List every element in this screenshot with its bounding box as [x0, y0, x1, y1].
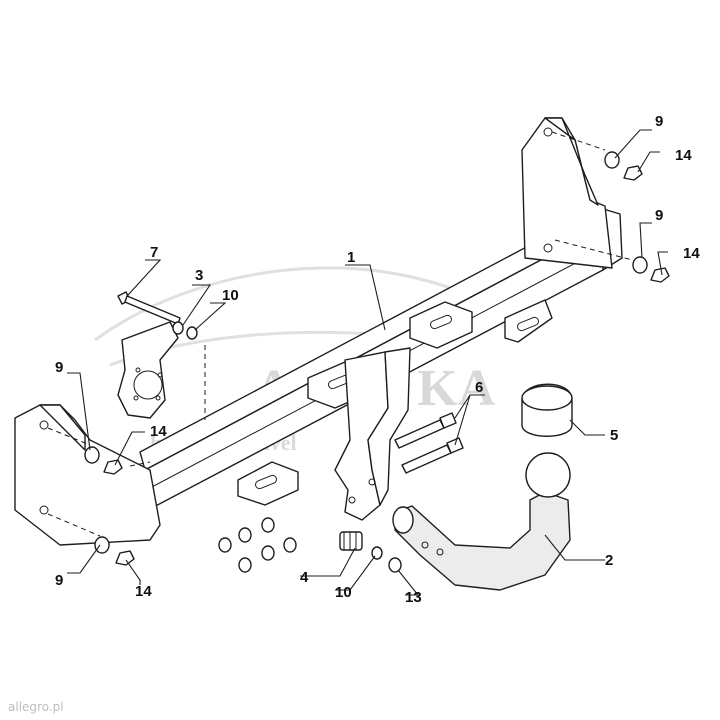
- nut-washer-set: [218, 517, 297, 573]
- callout-14-mid-left: 14: [150, 423, 167, 440]
- callout-6: 6: [475, 379, 483, 396]
- callout-3: 3: [195, 267, 203, 284]
- ball-mount-plate: [334, 347, 411, 521]
- source-watermark: allegro.pl: [8, 700, 64, 714]
- tow-ball-neck: [392, 452, 571, 591]
- left-side-bracket: [14, 404, 161, 546]
- callout-14-bottom-left: 14: [135, 583, 152, 600]
- ball-cover: [521, 383, 573, 437]
- callout-9-bottom-left: 9: [55, 572, 63, 589]
- callout-labels: 1 2 3 4 5 6 7 9 9 9 9 10 10 13 14 14 14 …: [55, 113, 700, 606]
- callout-10-upper: 10: [222, 287, 239, 304]
- callout-2: 2: [605, 552, 613, 569]
- left-fastener-set: [84, 446, 135, 566]
- callout-leaders: [67, 129, 668, 596]
- callout-1: 1: [347, 249, 355, 266]
- right-side-bracket: [521, 117, 641, 269]
- callout-14-top-right: 14: [675, 147, 692, 164]
- callout-14-mid-right: 14: [683, 245, 700, 262]
- callout-4: 4: [300, 569, 309, 586]
- right-fastener-set: [604, 151, 670, 283]
- washer-10-upper: [172, 321, 198, 340]
- bolts-6: [394, 412, 464, 474]
- spring-washer-nut: [339, 531, 402, 573]
- callout-9-mid-left: 9: [55, 359, 63, 376]
- callout-13: 13: [405, 589, 422, 606]
- callout-9-mid-right: 9: [655, 207, 663, 224]
- callout-9-top-right: 9: [655, 113, 663, 130]
- callout-5: 5: [610, 427, 618, 444]
- callout-7: 7: [150, 244, 158, 261]
- callout-10-lower: 10: [335, 584, 352, 601]
